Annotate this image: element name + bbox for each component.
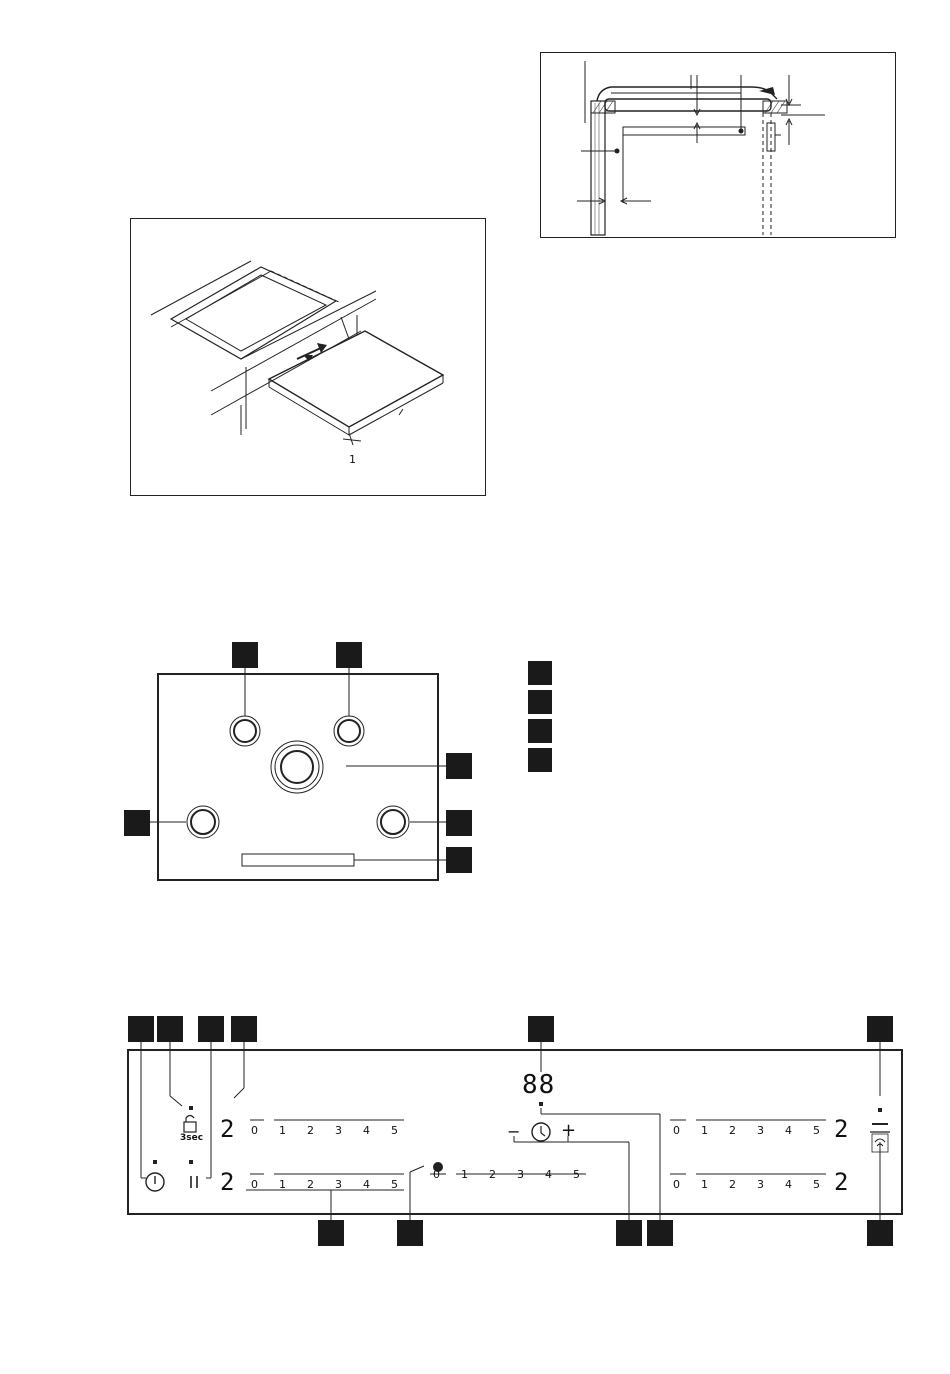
cp-badge-10 [647, 1220, 673, 1246]
slider-label: 4 [363, 1178, 370, 1191]
slider-label: 1 [279, 1178, 286, 1191]
power-slider-2[interactable]: 0 1 2 3 4 5 [248, 1178, 408, 1194]
cp-badge-9 [616, 1220, 642, 1246]
power-slider-1[interactable]: 0 1 2 3 4 5 [248, 1124, 408, 1140]
power-level-display-front-left: 2 [220, 1115, 234, 1143]
slider-label: 3 [757, 1178, 764, 1191]
slider-label: 3 [335, 1124, 342, 1137]
legend-badge-2 [528, 690, 552, 714]
slider-label: 1 [701, 1178, 708, 1191]
cross-section-drawing [541, 53, 897, 239]
slider-label: 0 [251, 1178, 258, 1191]
legend-badge-1 [528, 661, 552, 685]
slider-label: 3 [335, 1178, 342, 1191]
slider-label: 4 [363, 1124, 370, 1137]
cp-badge-11 [867, 1220, 893, 1246]
power-level-display-front-right: 2 [834, 1115, 848, 1143]
control-panel-badge [446, 847, 472, 873]
slider-label: 0 [673, 1178, 680, 1191]
control-panel-figure: 3sec 88 − + 2 2 2 2 0 1 2 3 4 5 0 1 2 3 … [0, 1010, 950, 1250]
cross-section-figure [540, 52, 896, 238]
slider-label: 5 [813, 1124, 820, 1137]
slider-label: 2 [729, 1124, 736, 1137]
cp-badge-1 [128, 1016, 154, 1042]
slider-label: 0 [433, 1168, 440, 1181]
slider-label: 0 [251, 1124, 258, 1137]
hob2hood-icon[interactable] [868, 1120, 892, 1154]
cp-badge-8 [397, 1220, 423, 1246]
power-slider-4[interactable]: 0 1 2 3 4 5 [670, 1124, 830, 1140]
pause-icon[interactable] [186, 1174, 202, 1190]
slider-label: 2 [307, 1124, 314, 1137]
cp-badge-3 [198, 1016, 224, 1042]
power-level-display-rear-left: 2 [220, 1168, 234, 1196]
power-slider-3[interactable]: 0 1 2 3 4 5 [430, 1168, 590, 1184]
slider-label: 4 [545, 1168, 552, 1181]
slider-label: 2 [489, 1168, 496, 1181]
zone-badge-right [446, 810, 472, 836]
lock-icon[interactable] [182, 1112, 198, 1134]
legend-badge-4 [528, 748, 552, 772]
cp-badge-7 [318, 1220, 344, 1246]
zone-badge-center [446, 753, 472, 779]
cp-badge-2 [157, 1016, 183, 1042]
slider-label: 2 [729, 1178, 736, 1191]
installation-perspective-figure: 1 [130, 218, 486, 496]
slider-label: 5 [391, 1124, 398, 1137]
slider-label: 0 [673, 1124, 680, 1137]
power-level-display-rear-right: 2 [834, 1168, 848, 1196]
timer-icon[interactable] [530, 1121, 552, 1143]
zone-badge-top-left [232, 642, 258, 668]
slider-label: 3 [757, 1124, 764, 1137]
zone-badge-top-right [336, 642, 362, 668]
slider-label: 4 [785, 1124, 792, 1137]
slider-label: 1 [701, 1124, 708, 1137]
cp-badge-5 [528, 1016, 554, 1042]
power-icon[interactable] [144, 1170, 166, 1194]
slider-label: 5 [391, 1178, 398, 1191]
callout-label-1: 1 [349, 453, 356, 466]
slider-label: 5 [813, 1178, 820, 1191]
slider-label: 1 [461, 1168, 468, 1181]
power-slider-5[interactable]: 0 1 2 3 4 5 [670, 1178, 830, 1194]
slider-label: 4 [785, 1178, 792, 1191]
lock-duration-label: 3sec [180, 1133, 203, 1143]
slider-label: 3 [517, 1168, 524, 1181]
cp-badge-6 [867, 1016, 893, 1042]
timer-display: 88 [522, 1070, 555, 1100]
slider-label: 5 [573, 1168, 580, 1181]
slider-label: 2 [307, 1178, 314, 1191]
legend-badge-3 [528, 719, 552, 743]
installation-perspective-drawing [131, 219, 487, 497]
timer-plus-button[interactable]: + [561, 1120, 576, 1141]
slider-label: 1 [279, 1124, 286, 1137]
timer-minus-button[interactable]: − [507, 1122, 520, 1141]
cp-badge-4 [231, 1016, 257, 1042]
zone-badge-left [124, 810, 150, 836]
